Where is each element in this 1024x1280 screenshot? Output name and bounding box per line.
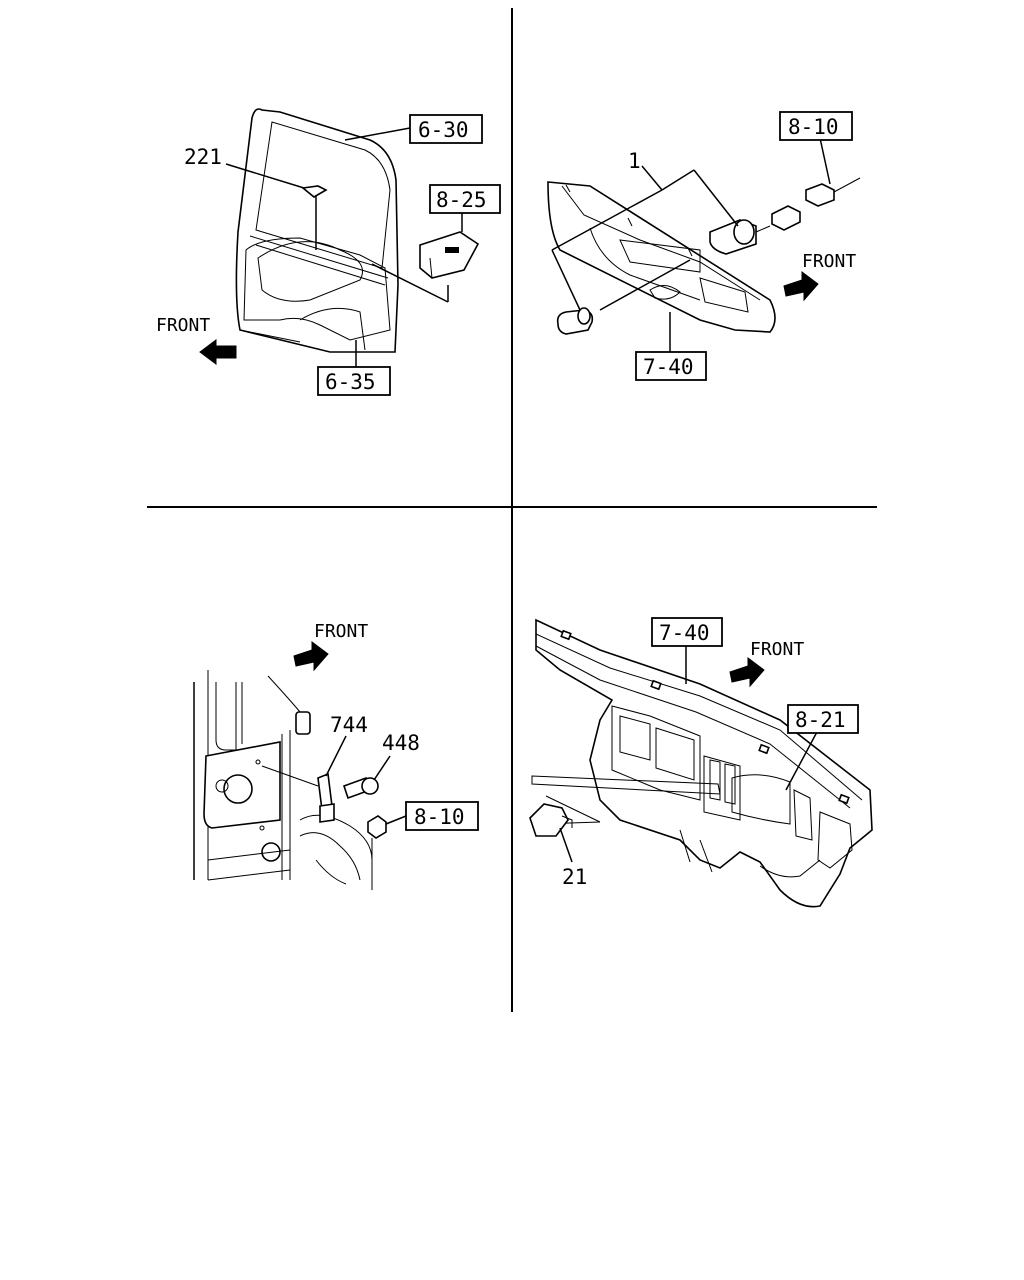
dash-panel-drawing <box>547 177 861 335</box>
ref-label-8-21: 8-21 <box>795 708 846 732</box>
callout-448: 448 <box>382 731 420 755</box>
ref-box-8-10-bottom[interactable] <box>405 801 479 831</box>
front-arrow-top-right <box>783 271 819 302</box>
ref-label-7-40-top: 7-40 <box>643 355 694 379</box>
front-arrow-top-left <box>199 339 237 365</box>
ref-label-6-35: 6-35 <box>325 370 376 394</box>
ref-box-8-21[interactable] <box>787 704 859 734</box>
ref-label-8-25: 8-25 <box>436 188 487 212</box>
front-label-bottom-left: FRONT <box>314 621 368 642</box>
ref-box-8-10-top[interactable] <box>779 111 853 141</box>
door-assembly-drawing <box>235 108 480 353</box>
ref-box-6-35[interactable] <box>317 366 391 396</box>
ref-label-8-10-bottom: 8-10 <box>414 805 465 829</box>
dashboard-drawing <box>529 618 873 908</box>
front-label-top-right: FRONT <box>802 251 856 272</box>
ref-box-7-40-top[interactable] <box>635 351 707 381</box>
callout-21: 21 <box>562 865 587 889</box>
callout-744: 744 <box>330 713 368 737</box>
ref-box-8-25[interactable] <box>429 184 501 214</box>
front-label-top-left: FRONT <box>156 315 210 336</box>
ref-label-8-10-top: 8-10 <box>788 115 839 139</box>
front-label-bottom-right: FRONT <box>750 639 804 660</box>
ref-box-6-30[interactable] <box>409 114 483 144</box>
front-arrow-bottom-left <box>293 641 329 672</box>
ref-label-7-40-bottom: 7-40 <box>659 621 710 645</box>
callout-221: 221 <box>184 145 222 169</box>
callout-1: 1 <box>628 149 641 173</box>
bracket-drawing <box>193 670 387 890</box>
ref-box-7-40-bottom[interactable] <box>651 617 723 647</box>
front-arrow-bottom-right <box>729 657 765 688</box>
ref-label-6-30: 6-30 <box>418 118 469 142</box>
